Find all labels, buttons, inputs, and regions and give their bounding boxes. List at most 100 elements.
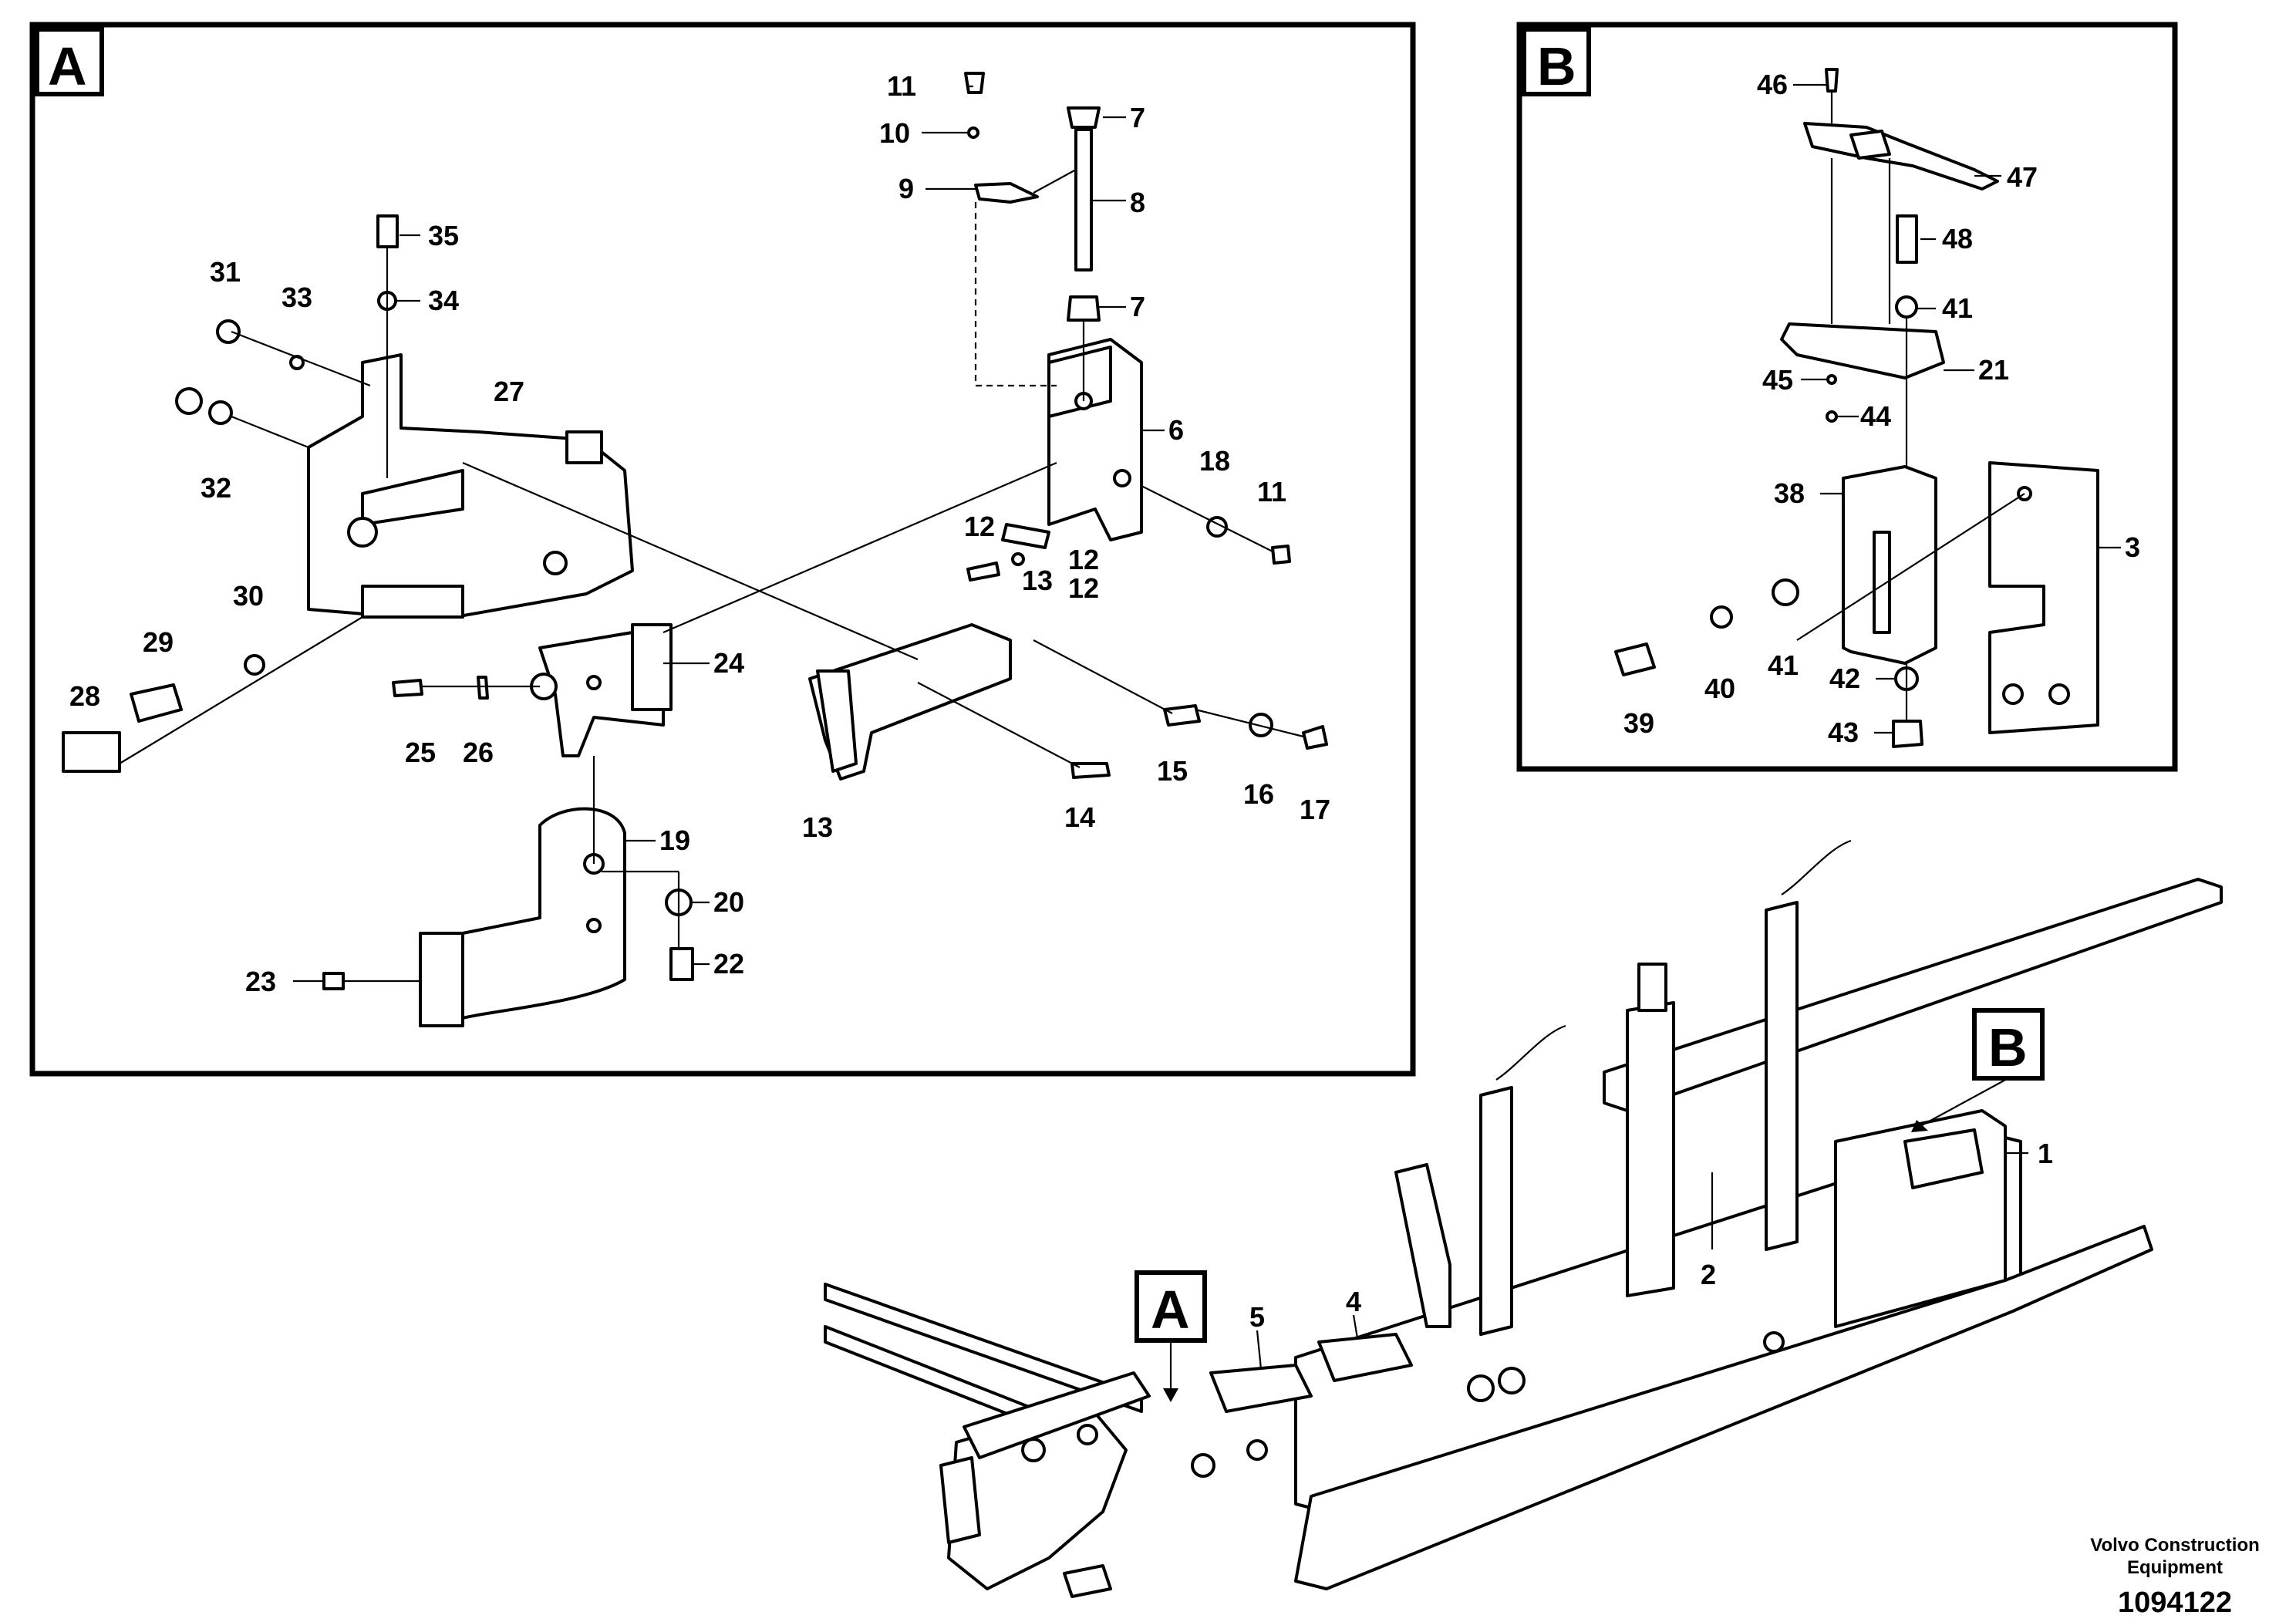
bracket-22 [419,807,626,1027]
callout-numbers-main: 1 2 4 5 [1249,1138,2053,1333]
main-b-label: B [1988,1017,2028,1077]
svg-text:12: 12 [964,511,995,542]
svg-text:31: 31 [210,256,241,288]
svg-text:17: 17 [1300,794,1330,825]
detail-frame-a [29,22,1416,1077]
bushing-7-bottom [1067,295,1101,322]
svg-text:11: 11 [1257,476,1286,508]
washer-13 [1011,552,1025,566]
svg-text:41: 41 [1942,292,1973,324]
pointer-b-arrowhead [1911,1120,1928,1132]
nut-34a [175,387,203,415]
svg-text:7: 7 [1130,291,1145,322]
svg-text:44: 44 [1860,400,1891,432]
drawing-number: 1094122 [2118,1587,2232,1619]
nut-43 [1892,720,1923,748]
svg-text:34: 34 [428,285,459,316]
grease-nipple-25 [322,972,345,990]
detail-frame-b [1516,22,2178,772]
screw-11-side [1271,545,1291,565]
svg-text:21: 21 [1978,354,2009,386]
pin-31 [130,683,183,723]
svg-text:12: 12 [1068,572,1099,604]
svg-text:29: 29 [143,626,174,658]
svg-text:45: 45 [1762,364,1793,396]
svg-text:18: 18 [1199,445,1230,477]
svg-text:10: 10 [879,117,910,149]
screw-11-top [964,72,985,94]
bolt-16 [1070,762,1111,779]
washer-45 [1826,374,1837,385]
washer-32 [244,654,265,676]
svg-text:40: 40 [1704,673,1735,704]
svg-text:11: 11 [887,70,916,102]
callout-leaders-b [1793,83,2121,734]
plate-12 [1001,523,1050,549]
svg-text:39: 39 [1623,707,1654,739]
svg-text:20: 20 [713,886,744,918]
svg-text:14: 14 [1064,801,1095,833]
svg-text:38: 38 [1774,477,1805,509]
latch-47 [1803,122,1999,191]
svg-text:26: 26 [463,737,494,768]
washer-18 [1249,713,1273,737]
svg-text:41: 41 [1768,649,1799,681]
wingbolt-19 [1302,725,1328,750]
svg-text:15: 15 [1157,755,1188,787]
callout-leaders-main [1256,1152,2028,1370]
washer-41-top [1895,295,1918,319]
main-assembly [824,839,2223,1598]
section-b-badge [1522,27,1591,96]
svg-text:12: 12 [1068,544,1099,575]
washer-40 [1710,605,1733,629]
pin-8 [1074,128,1093,271]
bolt-48 [1896,214,1918,264]
bolt-24 [669,947,694,981]
svg-text:23: 23 [245,966,276,997]
bolt-27 [392,679,423,697]
svg-text:9: 9 [899,173,914,204]
company-line-2: Equipment [2127,1557,2223,1578]
main-a-label: A [1151,1280,1190,1340]
bushing-7-top [1067,106,1101,129]
svg-text:46: 46 [1757,69,1788,100]
pointer-a-arrowhead [1163,1388,1178,1402]
bracket-6 [1047,338,1143,541]
svg-text:8: 8 [1130,187,1145,218]
svg-text:6: 6 [1168,414,1184,446]
svg-text:22: 22 [713,948,744,980]
svg-text:48: 48 [1942,223,1973,255]
svg-text:47: 47 [2007,161,2038,193]
svg-text:4: 4 [1346,1286,1361,1317]
svg-text:7: 7 [1130,102,1145,133]
svg-text:19: 19 [659,824,690,856]
bracket-38 [1842,465,1937,665]
bracket-29 [307,353,634,619]
svg-text:25: 25 [405,737,436,768]
svg-text:3: 3 [2125,531,2140,563]
plate-9 [974,182,1039,204]
svg-text:2: 2 [1701,1259,1716,1290]
svg-text:33: 33 [282,282,312,313]
washer-34 [208,400,233,425]
svg-text:28: 28 [69,680,100,712]
clip-28 [477,676,489,700]
svg-text:16: 16 [1243,778,1274,810]
plate-30 [62,731,121,773]
svg-text:13: 13 [802,811,833,843]
bracket-26 [530,623,673,757]
svg-text:43: 43 [1828,717,1859,748]
plate-3 [1988,461,2099,734]
svg-text:24: 24 [713,647,744,679]
washer-10 [967,126,979,139]
svg-text:30: 30 [233,580,264,612]
callout-leaders-a [293,85,1165,983]
plate-21 [1780,322,1945,379]
svg-text:13: 13 [1022,565,1053,596]
bolt-39 [1614,642,1656,676]
svg-text:1: 1 [2038,1138,2053,1169]
pointer-b-leader [1920,1077,2009,1127]
nut-33 [216,319,241,344]
washer-41 [1772,578,1799,606]
